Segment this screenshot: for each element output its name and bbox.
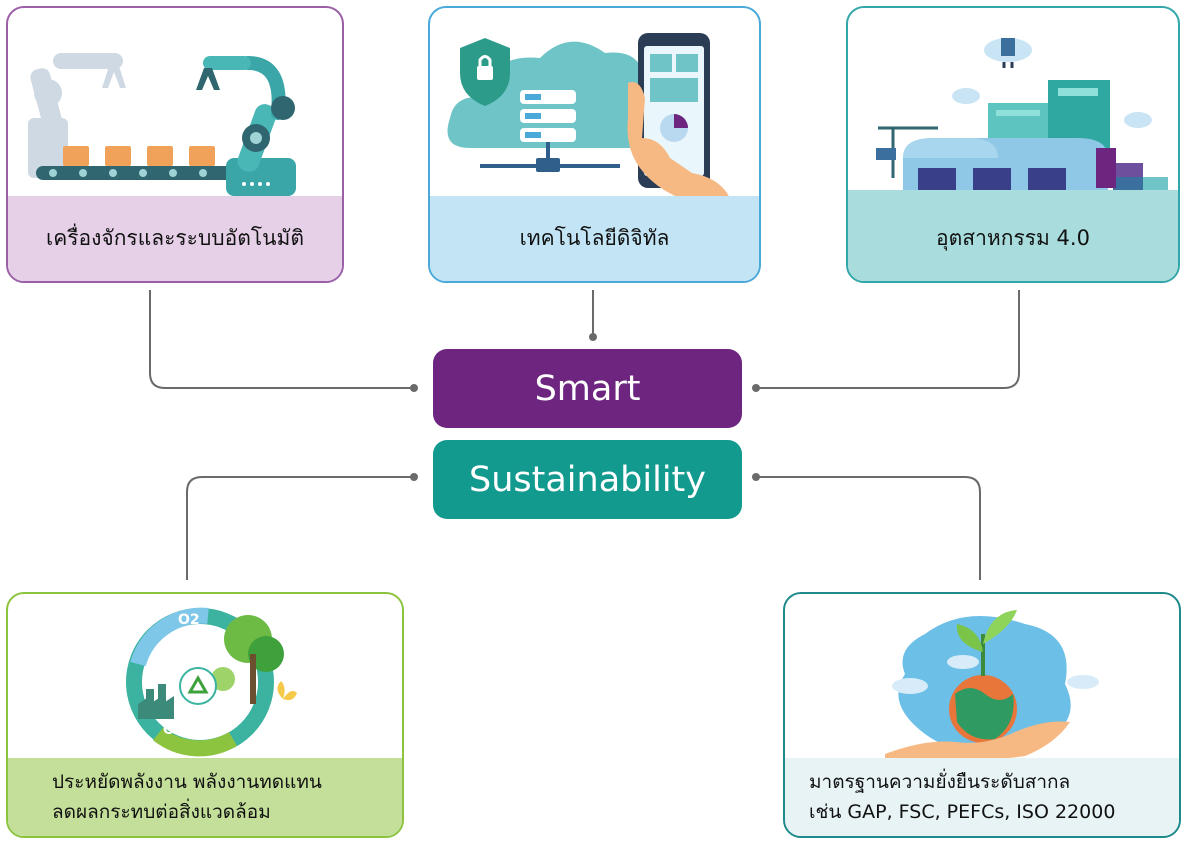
connector-machines-to-smart (149, 290, 414, 389)
card-energy-line1: ประหยัดพลังงาน พลังงานทดแทน (52, 771, 322, 793)
card-digital-label: เทคโนโลยีดิจิทัล (430, 196, 759, 281)
smart-factory-illustration (848, 38, 1178, 198)
sustainability-pill: Sustainability (433, 440, 742, 519)
robot-arm-conveyor-illustration (28, 53, 296, 196)
hand-holding-globe-plant-illustration (885, 610, 1099, 760)
connector-dot (589, 333, 597, 341)
card-energy-line2: ลดผลกระทบต่อสิ่งแวดล้อม (52, 801, 271, 823)
card-machines-label: เครื่องจักรและระบบอัตโนมัติ (8, 196, 342, 281)
co2-label: CO2 (163, 723, 193, 738)
smart-pill: Smart (433, 349, 742, 428)
card-machines-automation: เครื่องจักรและระบบอัตโนมัติ (6, 6, 344, 283)
connector-dot (752, 473, 760, 481)
card-standard-line1: มาตรฐานความยั่งยืนระดับสากล (809, 771, 1071, 793)
connector-dot (410, 473, 418, 481)
o2-label: O2 (178, 612, 200, 628)
card-standard-label: มาตรฐานความยั่งยืนระดับสากล เช่น GAP, FS… (785, 758, 1179, 836)
card-energy-environment: O2 CO2 ประหยัดพลังงาน พลังงานทดแทน ลดผลก… (6, 592, 404, 838)
card-energy-label: ประหยัดพลังงาน พลังงานทดแทน ลดผลกระทบต่อ… (8, 758, 402, 836)
card-industry-label: อุตสาหกรรม 4.0 (848, 196, 1178, 281)
cloud-security-smartphone-illustration (447, 33, 730, 198)
card-industry-4: อุตสาหกรรม 4.0 (846, 6, 1180, 283)
connector-dot (410, 384, 418, 392)
connector-dot (752, 384, 760, 392)
card-standard-line2: เช่น GAP, FSC, PEFCs, ISO 22000 (809, 801, 1116, 823)
connector-sustain-to-energy (186, 476, 414, 580)
co2-recycle-eco-illustration: O2 CO2 (126, 607, 297, 757)
connector-industry-to-smart (756, 290, 1020, 389)
card-digital-technology: เทคโนโลยีดิจิทัล (428, 6, 761, 283)
connector-sustain-to-standard (756, 476, 981, 580)
card-sustainability-standard: มาตรฐานความยั่งยืนระดับสากล เช่น GAP, FS… (783, 592, 1181, 838)
